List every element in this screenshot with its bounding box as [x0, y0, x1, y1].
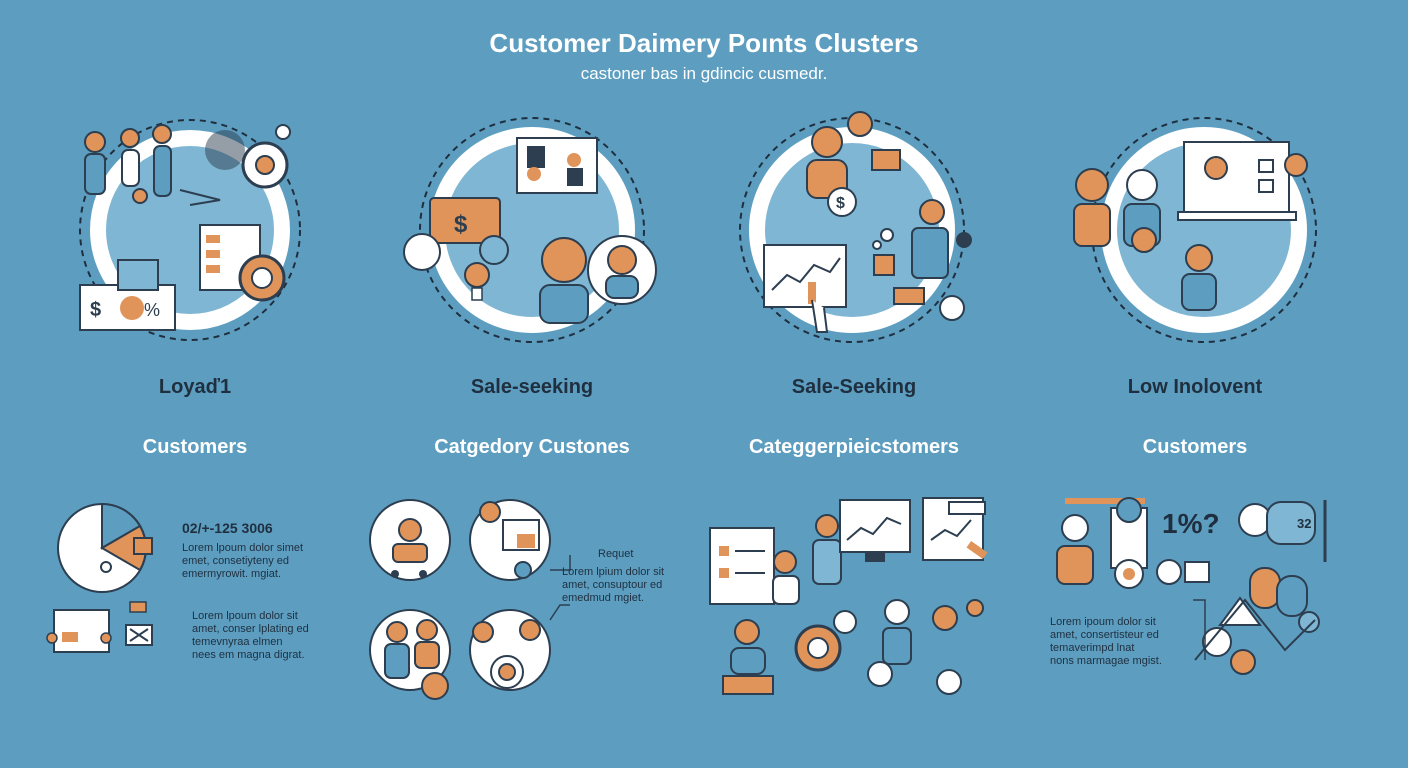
chat-icon: [129, 601, 147, 613]
cluster-loyal-illustration: $ %: [40, 110, 340, 360]
loyal-details-panel: 02/+-125 3006 Lorem lpoum dolor simet em…: [40, 490, 340, 710]
cluster-sublabel-sale-seeking: Catgedory Custones: [434, 436, 630, 458]
cluster-label-low-involvement: Low Inolovent: [1127, 376, 1263, 398]
shopping-icon: [873, 254, 895, 276]
person-icon: [1123, 169, 1161, 253]
person-icon: [1073, 168, 1111, 247]
svg-text:$: $: [836, 195, 845, 212]
phone-number: 02/+-125 3006: [182, 520, 273, 536]
coins-icon: $: [827, 149, 901, 217]
loyal-text-2: Lorem lpoum dolor sit amet, conser lplat…: [192, 610, 309, 661]
loyal-text-1: Lorem lpoum dolor simet emet, consetiyte…: [182, 542, 304, 580]
cluster-label-sale-seeking-2: Sale-Seeking: [791, 376, 917, 398]
sale-seeking-text: Lorem lpium dolor sit amet, consuptour e…: [562, 566, 665, 604]
person-icon: [539, 237, 589, 324]
arrows-icon: [179, 189, 221, 206]
low-involvement-details-panel: 1%? 32 Lorem ipoum dolor sit amet, conse…: [1045, 490, 1365, 710]
family-icon: [84, 124, 172, 204]
sale-seeking-details-panel: Requet Lorem lpium dolor sit amet, consu…: [365, 490, 685, 710]
couple-icon: [369, 609, 451, 700]
pie-chart-icon: [57, 502, 153, 593]
laptop-icon: [1177, 141, 1297, 221]
avatar-icon: [587, 235, 657, 305]
person-icon: [956, 232, 972, 248]
cluster-sublabel-loyal: Customers: [142, 436, 248, 458]
money-icon: $: [429, 197, 501, 244]
cluster-sale-seeking-illustration: $: [382, 110, 682, 360]
lightbulb-icon: [275, 124, 291, 140]
request-note: Requet: [598, 548, 634, 560]
cash-icon: [893, 287, 925, 305]
growth-document-icon: [922, 497, 988, 561]
gear-icon: [238, 254, 286, 302]
gear-icon: [794, 610, 857, 672]
vending-person-icon: [469, 499, 551, 581]
people-icon: [469, 609, 551, 691]
checklist-icon: [1110, 497, 1148, 589]
search-icon: [1156, 559, 1210, 585]
percent-symbols: 1%?: [1162, 508, 1220, 539]
sale-seeking-2-details-panel: [705, 490, 1005, 710]
chart-board-icon: [763, 244, 847, 308]
person-icon: [1056, 514, 1094, 585]
person-icon: [1181, 244, 1217, 311]
presentation-icon: [46, 609, 112, 653]
svg-text:%: %: [144, 300, 160, 320]
person-icon: [772, 514, 842, 605]
cluster-label-loyal: Loyaď1: [158, 376, 232, 398]
cluster-low-involvement-illustration: [1044, 110, 1344, 360]
page-title: Customer Daimery Poınts Clusters: [489, 28, 919, 58]
cluster-sale-seeking-2-illustration: $: [712, 110, 1012, 360]
cluster-label-sale-seeking: Sale-seeking: [470, 376, 594, 398]
businessperson-icon: [911, 199, 949, 279]
pointer-hand-icon: [811, 299, 829, 333]
cluster-sublabel-sale-seeking-2: Categgerpieicstomers: [748, 436, 960, 458]
speech-bubble-icon: [1238, 500, 1327, 562]
warning-icon: [1194, 567, 1320, 675]
search-icon: [939, 295, 965, 321]
svg-text:$: $: [454, 211, 468, 238]
star-icon: [1284, 153, 1308, 177]
close-mail-icon: [125, 624, 153, 646]
count-badge: 32: [1297, 516, 1312, 531]
gear-icon: [205, 130, 245, 170]
gear-icon: [241, 141, 289, 189]
lightbulb-icon: [464, 262, 490, 301]
checklist-icon: [709, 527, 775, 605]
person-icon: [722, 619, 774, 695]
monitor-icon: [516, 137, 598, 194]
page-subtitle: castoner bas in gdincic cusmedr.: [580, 64, 828, 83]
svg-text:$: $: [90, 299, 101, 321]
people-icon: [867, 599, 984, 695]
discount-icon: $ %: [79, 259, 176, 331]
chat-icon: [479, 235, 509, 265]
chart-monitor-icon: [839, 499, 911, 562]
cluster-sublabel-low-involvement: Customers: [1142, 436, 1248, 458]
user-icon: [403, 233, 441, 271]
shopping-cart-icon: [369, 499, 451, 581]
low-involvement-text: Lorem ipoum dolor sit amet, consertisteu…: [1050, 616, 1162, 667]
